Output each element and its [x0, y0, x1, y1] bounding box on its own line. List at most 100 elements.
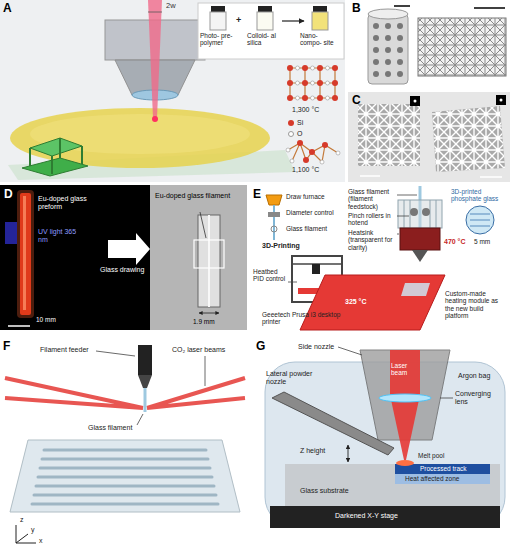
heater-block [400, 228, 440, 250]
amorphous-network [286, 140, 340, 164]
inset-frame [198, 3, 344, 59]
preform-glow [17, 190, 34, 318]
temperature-label: 325 °C [345, 298, 366, 306]
panel-ground [0, 337, 250, 550]
diffraction-inset [410, 96, 420, 106]
atom-legend: O [297, 130, 302, 138]
part-label: Melt pool [418, 452, 444, 459]
build-platform [300, 275, 445, 330]
scale-bar [8, 325, 30, 327]
diffraction-spot [500, 99, 503, 102]
converging-lens [379, 394, 431, 402]
panel-letter: E [253, 188, 261, 202]
panel-letter: C [352, 94, 361, 108]
lattice-cube [358, 104, 420, 166]
sample-label: 3D-printed phosphate glass [451, 188, 507, 203]
panel-ground [348, 0, 510, 90]
laser-beam [148, 0, 162, 122]
temperature-label: 1,100 °C [292, 166, 319, 174]
panel-ground [0, 0, 345, 182]
part-label: Heatsink (transparent for clarity) [348, 229, 396, 251]
panel-letter: F [3, 340, 10, 354]
heatsink-fins [404, 200, 436, 228]
tube-holes [373, 23, 403, 77]
process-arrow [108, 233, 150, 265]
part-label: Heat affected zone [405, 475, 459, 482]
waist-marker [148, 12, 162, 13]
leader-line [338, 347, 453, 398]
process-label: Glass drawing [100, 266, 144, 274]
scale-bar [360, 175, 380, 177]
leader-line [96, 351, 205, 425]
scale-bar [474, 7, 505, 9]
part-label: Filament feeder [40, 346, 89, 354]
bottle [210, 12, 226, 30]
glass-plate [10, 440, 240, 512]
printed-part [22, 138, 88, 176]
part-label: Glass filament [286, 225, 327, 232]
resin-vat [8, 108, 295, 180]
sample-inset [466, 206, 494, 234]
tube-body [368, 14, 408, 84]
drawn-filament [273, 205, 275, 240]
dimension-label: 1.9 mm [193, 318, 215, 325]
part-label: Glass filament [88, 424, 132, 432]
material-label: Nano- compo- site [300, 32, 340, 47]
scale-label: 5 mm [474, 238, 490, 245]
lattice-pattern [418, 18, 506, 76]
part-label: Eu-doped glass preform [38, 195, 100, 211]
part-label: CO₂ laser beams [172, 346, 225, 354]
lattice-cube [432, 106, 505, 172]
printed-tube [368, 6, 410, 84]
powder-nozzle [272, 392, 394, 455]
legend-silicon [288, 120, 294, 126]
focal-spot [152, 116, 158, 122]
part-strut [30, 138, 82, 174]
panel-ground [150, 185, 247, 330]
dimension-line [199, 313, 219, 314]
heating-module [300, 275, 445, 330]
oxygen-atoms [296, 66, 330, 100]
part-label: Geeetech Prusa i3 desktop printer [262, 311, 347, 326]
phosphate-sample-inset [466, 206, 494, 234]
printed-tracks [32, 450, 218, 504]
light-label: UV light 365 nm [38, 228, 82, 244]
panel-letter: D [4, 188, 13, 202]
atom-legend: Si [297, 119, 303, 127]
axis-label: x [39, 537, 43, 545]
glass-filament [144, 388, 147, 412]
nozzle [412, 250, 428, 262]
part-label: Eu-doped glass filament [155, 192, 243, 200]
part-label: Heatbed PID control [253, 268, 287, 283]
material-label: Photo- pre- polymer [200, 32, 234, 47]
z-height-arrow [348, 445, 349, 462]
drawing-setup [266, 195, 282, 240]
resin-pool [10, 108, 270, 168]
part-label: Glass filament (filament feedstock) [348, 188, 396, 210]
bottle-cap [211, 6, 225, 12]
rod-highlight [23, 196, 26, 310]
octet-lattice [432, 95, 506, 177]
panel-letter: B [352, 2, 361, 16]
leader-line [397, 195, 417, 234]
axis-label: y [31, 526, 35, 534]
part-layer [30, 138, 82, 156]
operator-sign: + [236, 15, 241, 25]
crystal-lattice [287, 65, 338, 137]
panel-ground [252, 337, 510, 550]
panel-letter: A [3, 2, 12, 16]
preform-rod [20, 193, 31, 315]
part-label: Darkened X-Y stage [335, 512, 398, 520]
feeder-tip [138, 375, 152, 388]
bottle [257, 12, 273, 30]
silicon-atoms [287, 65, 338, 101]
dimension-label: Z height [300, 447, 325, 455]
part-label: Glass substrate [300, 487, 349, 495]
uv-glow [5, 222, 17, 244]
legend-oxygen [289, 132, 294, 137]
lattice-bond [290, 68, 335, 98]
draw-furnace [266, 195, 282, 205]
part-label: Custom-made heating module as the new bu… [445, 290, 507, 320]
part-label: Processed track [420, 465, 467, 472]
